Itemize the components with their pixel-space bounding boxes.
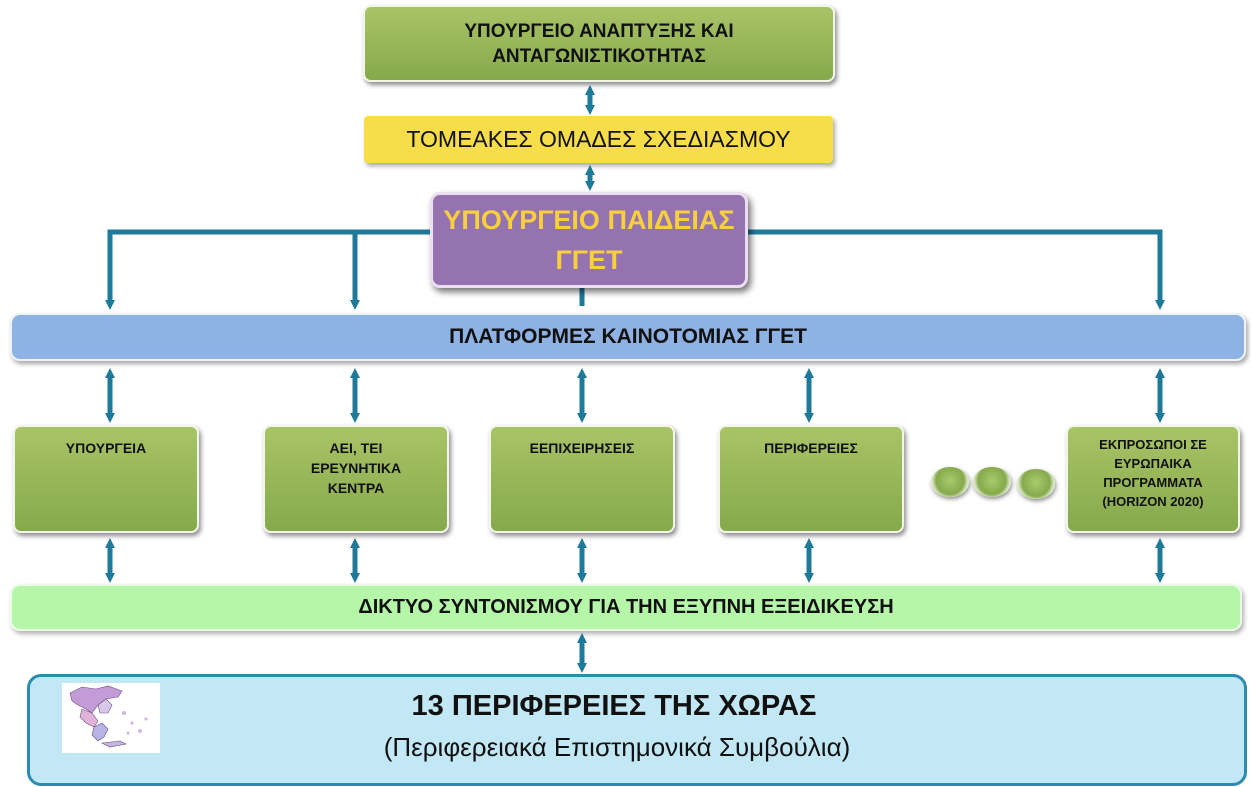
stakeholder-label: ΥΠΟΥΡΓΕΙΑ: [65, 440, 147, 456]
coordination-network-bar: ΔΙΚΤΥΟ ΣΥΝΤΟΝΙΣΜΟΥ ΓΙΑ ΤΗΝ ΕΞΥΠΝΗ ΕΞΕΙΔΙ…: [10, 584, 1242, 631]
stakeholder-label: ΕΚΠΡΟΣΩΠΟΙ ΣΕ ΕΥΡΩΠΑΙΚΑ ΠΡΟΓΡΑΜΜΑΤΑ (HOR…: [1099, 437, 1207, 509]
ellipsis-dot: [973, 467, 1011, 497]
innovation-platforms-bar: ΠΛΑΤΦΟΡΜΕΣ ΚΑΙΝΟΤΟΜΙΑΣ ΓΓΕΤ: [10, 313, 1246, 361]
innovation-platforms-label: ΠΛΑΤΦΟΡΜΕΣ ΚΑΙΝΟΤΟΜΙΑΣ ΓΓΕΤ: [449, 325, 807, 348]
stakeholder-label: ΕΕΠΙΧΕΙΡΗΣΕΙΣ: [529, 440, 635, 456]
ellipsis-dot: [931, 467, 969, 497]
coordination-network-label: ΔΙΚΤΥΟ ΣΥΝΤΟΝΙΣΜΟΥ ΓΙΑ ΤΗΝ ΕΞΥΠΝΗ ΕΞΕΙΔΙ…: [358, 596, 894, 618]
regions-subtitle: (Περιφερειακά Επιστημονικά Συμβούλια): [383, 731, 851, 762]
ministry-development-box: ΥΠΟΥΡΓΕΙΟ ΑΝΑΠΤΥΞΗΣ ΚΑΙ ΑΝΤΑΓΩΝΙΣΤΙΚΟΤΗΤ…: [363, 5, 835, 82]
stakeholder-box-enterprises: ΕΕΠΙΧΕΙΡΗΣΕΙΣ: [489, 425, 675, 533]
branch-line-right: [748, 229, 1165, 310]
ellipsis-dot: [1017, 469, 1055, 499]
ministry-education-box: ΥΠΟΥΡΓΕΙΟ ΠΑΙΔΕΙΑΣ ΓΓΕΤ: [430, 192, 748, 288]
stakeholder-label: ΑΕΙ, ΤΕΙ ΕΡΕΥΝΗΤΙΚΑ ΚΕΝΤΡΑ: [310, 440, 402, 496]
ministry-education-label: ΥΠΟΥΡΓΕΙΟ ΠΑΙΔΕΙΑΣ ΓΓΕΤ: [443, 205, 735, 275]
greece-regions-map-icon: [62, 683, 160, 753]
stakeholder-box-universities: ΑΕΙ, ΤΕΙ ΕΡΕΥΝΗΤΙΚΑ ΚΕΝΤΡΑ: [263, 425, 449, 533]
stakeholder-label: ΠΕΡΙΦΕΡΕΙΕΣ: [764, 440, 858, 456]
stakeholder-box-eu-representatives: ΕΚΠΡΟΣΩΠΟΙ ΣΕ ΕΥΡΩΠΑΙΚΑ ΠΡΟΓΡΑΜΜΑΤΑ (HOR…: [1066, 425, 1240, 533]
sector-teams-box: ΤΟΜΕΑΚΕΣ ΟΜΑΔΕΣ ΣΧΕΔΙΑΣΜΟΥ: [364, 116, 833, 163]
regions-box: 13 ΠΕΡΙΦΕΡΕΙΕΣ ΤΗΣ ΧΩΡΑΣ (Περιφερειακά Ε…: [27, 674, 1247, 786]
stakeholder-box-ministries: ΥΠΟΥΡΓΕΙΑ: [13, 425, 199, 533]
regions-title: 13 ΠΕΡΙΦΕΡΕΙΕΣ ΤΗΣ ΧΩΡΑΣ: [411, 689, 817, 722]
sector-teams-label: ΤΟΜΕΑΚΕΣ ΟΜΑΔΕΣ ΣΧΕΔΙΑΣΜΟΥ: [406, 126, 791, 152]
branch-line-left: [105, 229, 430, 310]
ministry-development-label: ΥΠΟΥΡΓΕΙΟ ΑΝΑΠΤΥΞΗΣ ΚΑΙ ΑΝΤΑΓΩΝΙΣΤΙΚΟΤΗΤ…: [464, 20, 734, 67]
stakeholder-box-regions: ΠΕΡΙΦΕΡΕΙΕΣ: [718, 425, 904, 533]
